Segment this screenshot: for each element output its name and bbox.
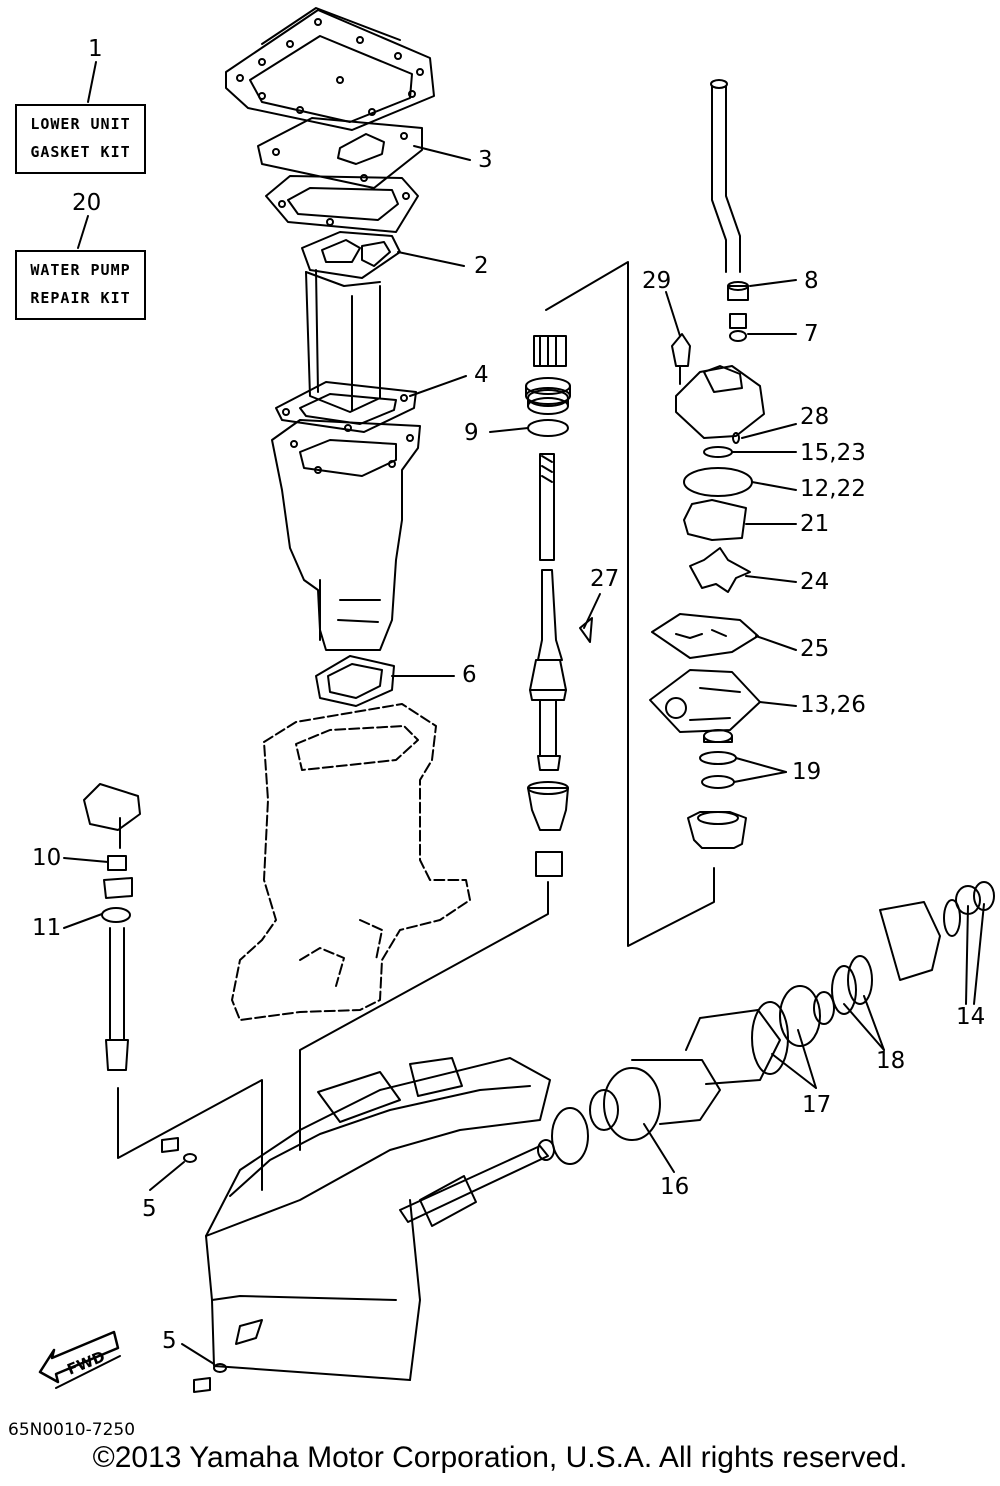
callout-24: 24	[800, 569, 830, 595]
kit-line: LOWER UNIT	[30, 115, 131, 133]
callout-1: 1	[88, 36, 103, 62]
kit-line: GASKET KIT	[30, 143, 131, 161]
lower-casing-upper	[231, 703, 471, 1021]
shift-rod-parts	[83, 783, 141, 1071]
gasket-6	[315, 655, 395, 707]
callout-7: 7	[804, 321, 819, 347]
callout-10: 10	[32, 845, 62, 871]
callout-14: 14	[956, 1004, 986, 1030]
gasket-4	[275, 381, 417, 433]
callout-leaders	[63, 145, 985, 1365]
callout-9: 9	[464, 420, 479, 446]
callout-2: 2	[474, 253, 489, 279]
kit-leaders	[77, 61, 97, 249]
fwd-arrow-icon: FWD	[38, 1330, 121, 1389]
callout-17: 17	[802, 1092, 832, 1118]
callout-5-bottom: 5	[162, 1328, 177, 1354]
upper-casing-top	[225, 7, 435, 131]
callout-28: 28	[800, 404, 830, 430]
callout-15-23: 15,23	[800, 440, 866, 466]
callout-4: 4	[474, 362, 489, 388]
callout-3: 3	[478, 147, 493, 173]
callout-21: 21	[800, 511, 830, 537]
callout-27: 27	[590, 566, 620, 592]
callout-29: 29	[642, 268, 672, 294]
diagram-part-code: 65N0010-7250	[8, 1420, 136, 1440]
callout-19: 19	[792, 759, 822, 785]
callout-18: 18	[876, 1048, 906, 1074]
upper-casing	[271, 419, 421, 651]
water-tube	[710, 79, 741, 273]
callout-16: 16	[660, 1174, 690, 1200]
callout-8: 8	[804, 268, 819, 294]
callout-11: 11	[32, 915, 62, 941]
callout-6: 6	[462, 662, 477, 688]
callout-5-top: 5	[142, 1196, 157, 1222]
callout-12-22: 12,22	[800, 476, 866, 502]
lower-unit-gasket-kit-box: LOWER UNIT GASKET KIT	[15, 104, 146, 174]
lower-gear-case	[205, 1057, 551, 1381]
water-pump-parts	[649, 281, 765, 849]
callout-25: 25	[800, 636, 830, 662]
exhaust-guide	[305, 269, 381, 413]
kit-line: REPAIR KIT	[30, 289, 131, 307]
guide-plate	[265, 175, 419, 233]
callout-13-26: 13,26	[800, 692, 866, 718]
water-pump-repair-kit-box: WATER PUMP REPAIR KIT	[15, 250, 146, 320]
drive-shaft-parts	[525, 335, 593, 877]
copyright-notice: ©2013 Yamaha Motor Corporation, U.S.A. A…	[92, 1441, 908, 1474]
propeller-shaft	[399, 881, 995, 1227]
kit-line: WATER PUMP	[30, 261, 131, 279]
drain-screws	[161, 1137, 227, 1393]
assembly-lines	[117, 261, 715, 1191]
callout-20: 20	[72, 190, 102, 216]
